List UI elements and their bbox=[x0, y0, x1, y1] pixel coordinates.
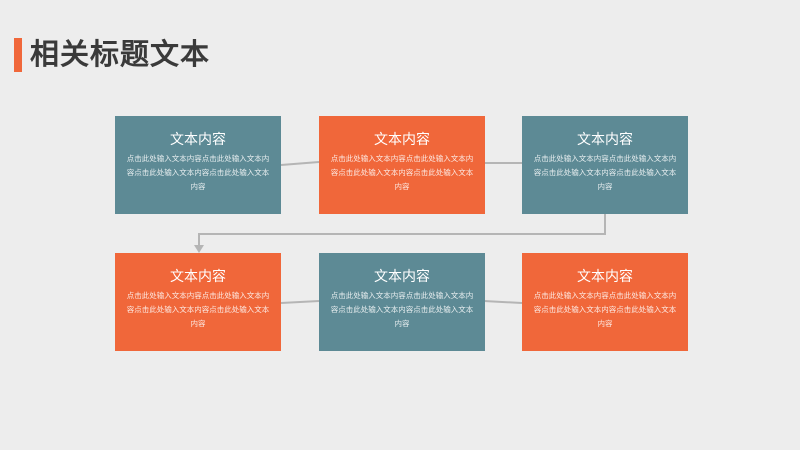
box-title: 文本内容 bbox=[170, 269, 226, 285]
box-title: 文本内容 bbox=[577, 269, 633, 285]
box-body: 点击此处输入文本内容点击此处输入文本内容点击此处输入文本内容点击此处输入文本内容 bbox=[533, 154, 677, 191]
connector-1-2 bbox=[280, 161, 320, 166]
box-title: 文本内容 bbox=[374, 269, 430, 285]
connector-5-6 bbox=[483, 300, 523, 304]
process-box-5: 文本内容 点击此处输入文本内容点击此处输入文本内容点击此处输入文本内容点击此处输… bbox=[319, 253, 485, 351]
title-accent-bar bbox=[14, 38, 22, 72]
box-body: 点击此处输入文本内容点击此处输入文本内容点击此处输入文本内容点击此处输入文本内容 bbox=[533, 291, 677, 328]
box-body: 点击此处输入文本内容点击此处输入文本内容点击此处输入文本内容点击此处输入文本内容 bbox=[330, 291, 474, 328]
process-box-1: 文本内容 点击此处输入文本内容点击此处输入文本内容点击此处输入文本内容点击此处输… bbox=[115, 116, 281, 214]
page-title: 相关标题文本 bbox=[30, 37, 211, 71]
process-box-2: 文本内容 点击此处输入文本内容点击此处输入文本内容点击此处输入文本内容点击此处输… bbox=[319, 116, 485, 214]
box-body: 点击此处输入文本内容点击此处输入文本内容点击此处输入文本内容点击此处输入文本内容 bbox=[126, 154, 270, 191]
arrow-head-icon bbox=[194, 245, 204, 253]
box-title: 文本内容 bbox=[170, 132, 226, 148]
box-body: 点击此处输入文本内容点击此处输入文本内容点击此处输入文本内容点击此处输入文本内容 bbox=[126, 291, 270, 328]
process-box-3: 文本内容 点击此处输入文本内容点击此处输入文本内容点击此处输入文本内容点击此处输… bbox=[522, 116, 688, 214]
connector-3-4 bbox=[198, 214, 606, 247]
box-title: 文本内容 bbox=[374, 132, 430, 148]
process-box-4: 文本内容 点击此处输入文本内容点击此处输入文本内容点击此处输入文本内容点击此处输… bbox=[115, 253, 281, 351]
process-box-6: 文本内容 点击此处输入文本内容点击此处输入文本内容点击此处输入文本内容点击此处输… bbox=[522, 253, 688, 351]
connector-4-5 bbox=[280, 300, 320, 304]
box-body: 点击此处输入文本内容点击此处输入文本内容点击此处输入文本内容点击此处输入文本内容 bbox=[330, 154, 474, 191]
box-title: 文本内容 bbox=[577, 132, 633, 148]
